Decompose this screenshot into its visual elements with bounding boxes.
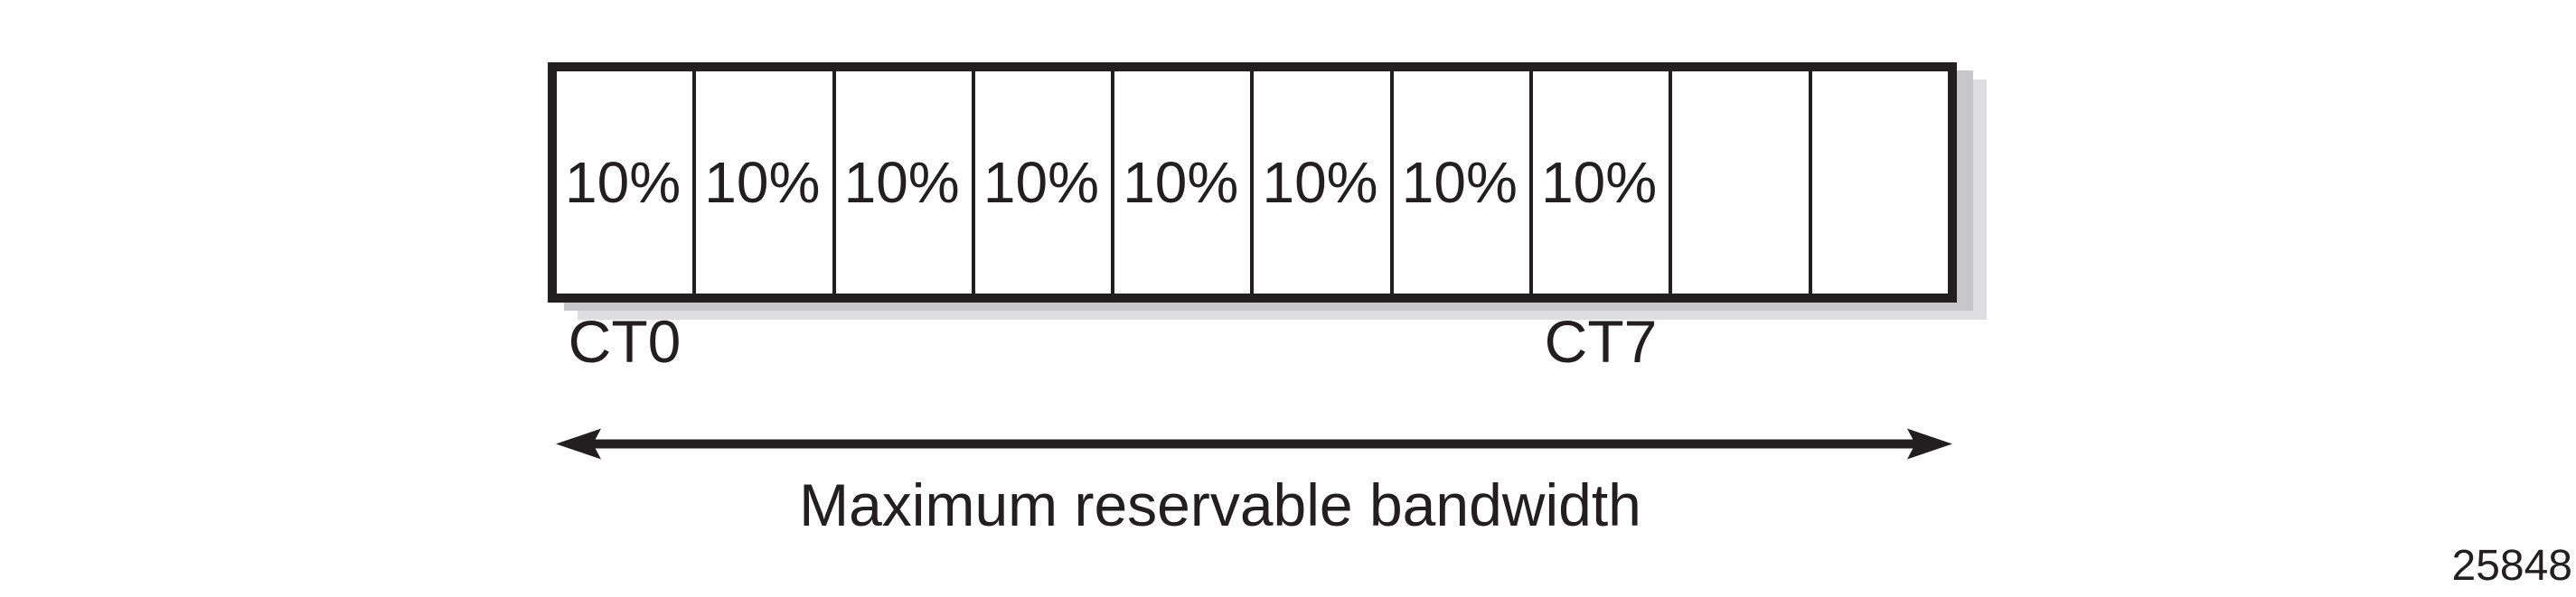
bandwidth-cell-ct0: 10% — [557, 71, 697, 294]
bandwidth-box: 10% 10% 10% 10% 10% 10% 10% 10% — [548, 62, 1957, 303]
bandwidth-cell-unallocated-1 — [1672, 71, 1812, 294]
figure-number: 25848 — [2451, 542, 2572, 590]
bandwidth-cell-ct7: 10% — [1533, 71, 1673, 294]
ct7-label: CT7 — [1544, 308, 1658, 375]
bandwidth-cell-unallocated-2 — [1812, 71, 1948, 294]
bandwidth-cell-ct4: 10% — [1114, 71, 1255, 294]
double-headed-arrow-icon — [556, 428, 1952, 460]
bandwidth-cell-ct6: 10% — [1394, 71, 1534, 294]
bandwidth-cell-ct1: 10% — [696, 71, 836, 294]
bandwidth-cell-ct5: 10% — [1254, 71, 1394, 294]
bandwidth-cell-ct2: 10% — [836, 71, 975, 294]
ct0-label: CT0 — [568, 308, 682, 375]
arrow-caption: Maximum reservable bandwidth — [799, 471, 1641, 538]
bandwidth-cell-ct3: 10% — [975, 71, 1115, 294]
max-reservable-bandwidth-arrow — [556, 428, 1952, 460]
